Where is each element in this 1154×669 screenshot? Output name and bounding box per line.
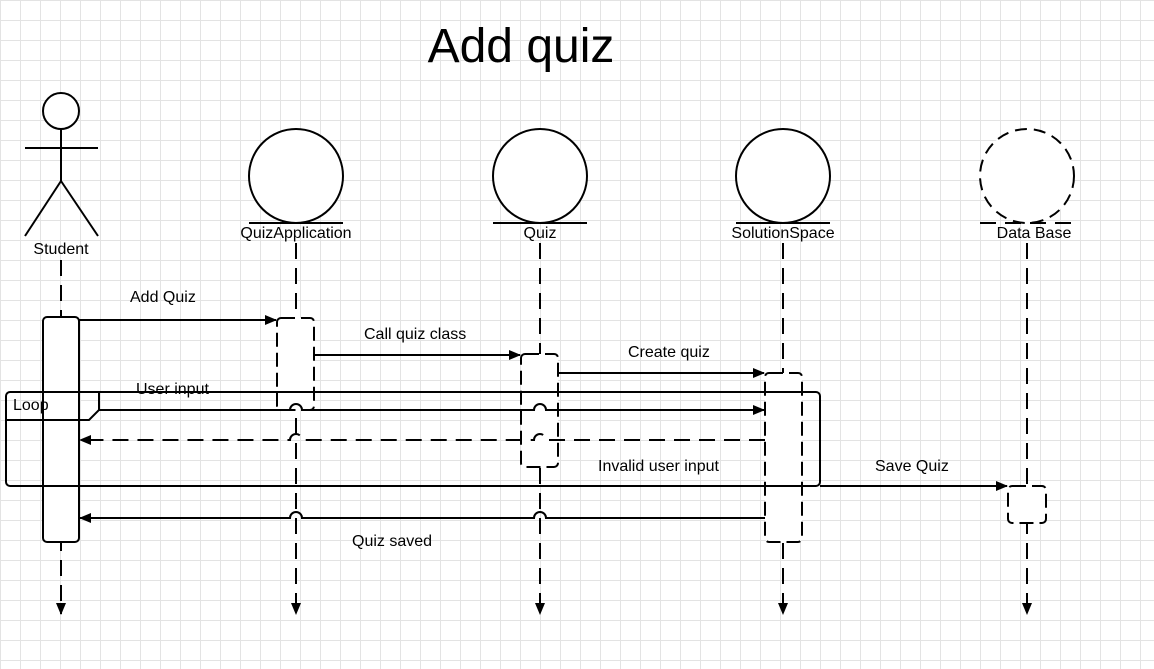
activation-solutionspace[interactable] <box>764 372 803 543</box>
entity-circle <box>248 128 344 224</box>
message-label: User input <box>136 381 209 398</box>
message-save-quiz[interactable]: Save Quiz <box>820 458 1008 491</box>
activation-student[interactable] <box>42 316 80 543</box>
message-create-quiz[interactable]: Create quiz <box>558 344 765 378</box>
lifeline-solutionspace-head[interactable]: SolutionSpace <box>731 128 835 242</box>
loop-tab <box>6 392 100 421</box>
loop-label: Loop <box>13 397 49 414</box>
message-label: Invalid user input <box>598 458 720 475</box>
message-label: Create quiz <box>628 344 710 361</box>
message-user-input[interactable]: User input <box>99 381 765 415</box>
actor-left-leg <box>24 180 62 237</box>
message-arrow <box>79 511 765 523</box>
message-label: Quiz saved <box>352 533 432 550</box>
message-add-quiz[interactable]: Add Quiz <box>79 289 277 325</box>
activation-quizapplication[interactable] <box>276 317 315 411</box>
lifeline-quiz-head[interactable]: Quiz <box>492 128 588 242</box>
message-arrow-dashed <box>79 433 765 445</box>
message-call-quiz-class[interactable]: Call quiz class <box>314 326 521 360</box>
diagram-title: Add quiz <box>428 20 615 73</box>
lifeline-label-solutionspace: SolutionSpace <box>731 225 834 242</box>
message-quiz-saved[interactable]: Quiz saved <box>79 511 765 550</box>
activation-database[interactable] <box>1007 485 1047 524</box>
entity-circle <box>492 128 588 224</box>
lifeline-label-database: Data Base <box>997 225 1072 242</box>
lifeline-quizapplication-head[interactable]: QuizApplication <box>240 128 352 242</box>
entity-circle <box>735 128 831 224</box>
actor-right-leg <box>60 180 99 237</box>
loop-frame <box>5 391 821 487</box>
message-label: Add Quiz <box>130 289 196 306</box>
actor-student[interactable]: Student <box>24 92 99 258</box>
message-invalid-user-input[interactable]: Invalid user input <box>79 433 765 475</box>
lifeline-database-head[interactable]: Data Base <box>979 128 1075 242</box>
entity-circle-dashed <box>979 128 1075 224</box>
message-arrow <box>99 403 765 415</box>
lifeline-label-quizapplication: QuizApplication <box>240 225 351 242</box>
actor-head <box>42 92 80 130</box>
loop-fragment[interactable]: Loop <box>5 391 821 487</box>
actor-label: Student <box>33 241 89 258</box>
message-label: Save Quiz <box>875 458 949 475</box>
message-label: Call quiz class <box>364 326 466 343</box>
lifeline-label-quiz: Quiz <box>524 225 557 242</box>
